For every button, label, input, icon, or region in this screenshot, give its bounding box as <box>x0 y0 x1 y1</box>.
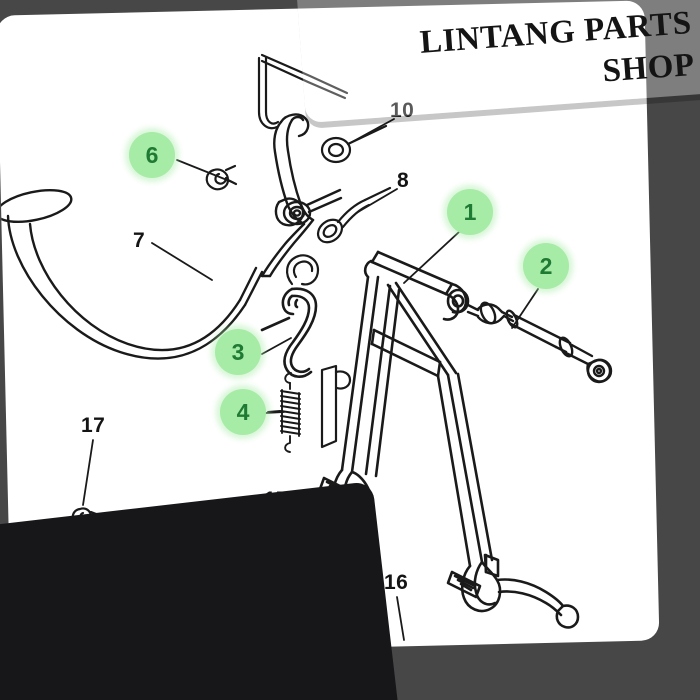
callout-badge-4[interactable]: 4 <box>220 389 266 435</box>
callout-badge-1[interactable]: 1 <box>447 189 493 235</box>
part-curved-frame-tube <box>0 188 264 360</box>
label-10: 10 <box>390 99 415 122</box>
label-8: 8 <box>397 169 410 192</box>
part-spring-hook-bracket <box>260 287 318 378</box>
part-pivot-bracket <box>260 113 343 278</box>
part-pivot-shaft-bolt <box>466 301 613 384</box>
label-16: 16 <box>384 571 409 594</box>
part-upper-rod <box>257 53 349 130</box>
label-17-left: 17 <box>81 414 106 437</box>
part-bracket-plate <box>320 364 352 449</box>
label-7: 7 <box>133 229 146 252</box>
callout-badge-3[interactable]: 3 <box>215 329 261 375</box>
part-washer <box>320 124 388 164</box>
callout-badge-6[interactable]: 6 <box>129 132 175 178</box>
callout-badge-2[interactable]: 2 <box>523 243 569 289</box>
